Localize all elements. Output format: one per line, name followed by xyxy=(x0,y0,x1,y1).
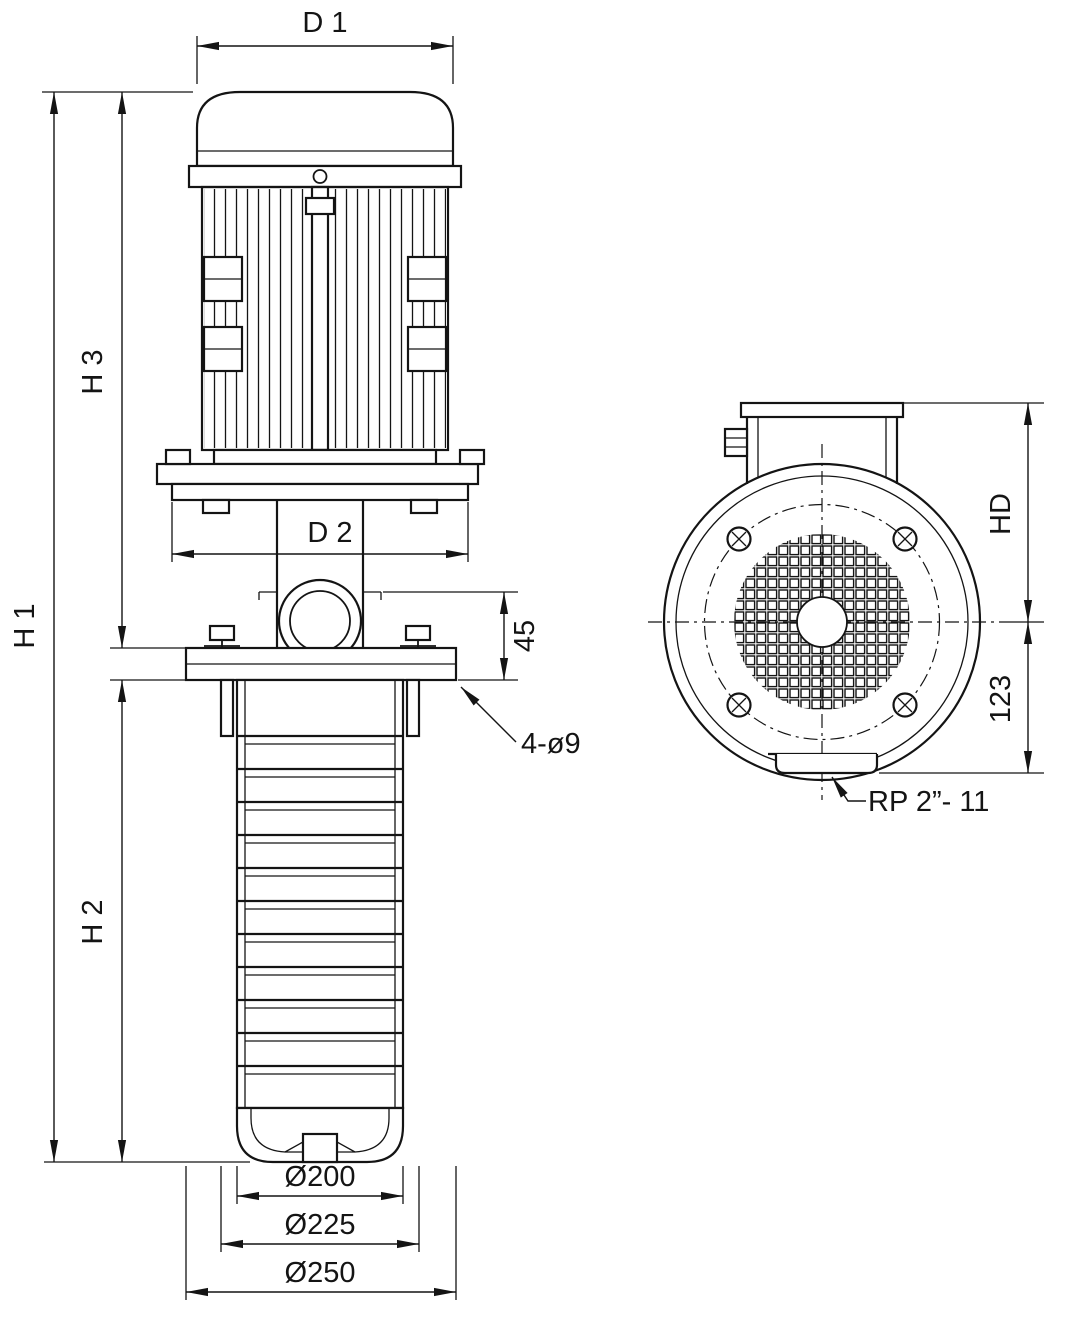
flange-nut xyxy=(409,498,439,515)
hd-extension-lines xyxy=(903,402,1044,623)
motor-neck xyxy=(212,448,438,466)
dim-label-h2: H 2 xyxy=(77,899,109,944)
dim-label-thread: RP 2”- 11 xyxy=(868,786,989,818)
suction-tab xyxy=(774,754,879,775)
suction-strainer xyxy=(235,1106,405,1164)
height-extension-lines xyxy=(42,91,250,1163)
center-tie-rod xyxy=(310,185,330,452)
pump-stage-stack xyxy=(219,678,421,1110)
motor-rim-band xyxy=(187,164,463,189)
column-walls xyxy=(275,500,365,648)
pump-shell xyxy=(235,678,405,1110)
strainer-foot xyxy=(301,1132,339,1164)
dim-label-dia250: Ø250 xyxy=(285,1257,356,1289)
flange-bolt-head xyxy=(164,448,192,466)
dim-label-d1: D 1 xyxy=(302,7,347,39)
top-suction-connection xyxy=(768,752,879,775)
port-flange xyxy=(739,401,905,419)
dim-label-mounting-holes: 4-ø9 xyxy=(521,728,581,760)
dim-label-45: 45 xyxy=(509,620,541,652)
flange-nut xyxy=(201,498,231,515)
dim-label-dia225: Ø225 xyxy=(285,1209,356,1241)
flange-lower-plate xyxy=(170,482,470,502)
port-side-plug xyxy=(723,427,749,458)
front-dimensions: D 1 H 1 H 3 H 2 D 2 45 4-ø9 xyxy=(9,7,581,1300)
stud-washer xyxy=(204,640,240,648)
stud-nut xyxy=(404,624,432,642)
dim-label-h1: H 1 xyxy=(9,603,41,648)
motor-body xyxy=(200,185,450,452)
strainer-foot-ribs xyxy=(284,1141,356,1153)
port-inner-walls xyxy=(757,417,887,478)
dia250-extension-lines xyxy=(185,1166,457,1300)
side-tie-bolt xyxy=(219,678,235,738)
stud-washer xyxy=(400,640,436,648)
stud-nut xyxy=(208,624,236,642)
d1-extension-lines xyxy=(196,36,454,84)
stage-detail-lines xyxy=(245,743,395,1075)
top-discharge-port xyxy=(723,401,905,484)
flange-bolt-head xyxy=(458,448,486,466)
dim-label-dia200: Ø200 xyxy=(285,1161,356,1193)
dim-label-d2: D 2 xyxy=(307,517,352,549)
bolt-circle xyxy=(703,503,941,741)
dim-label-hd: HD xyxy=(985,493,1017,535)
mounting-holes-leader xyxy=(460,686,517,743)
dia225-extension-lines xyxy=(220,1166,420,1252)
top-view: HD 123 RP 2”- 11 xyxy=(648,401,1044,818)
flange-bolts xyxy=(726,526,918,718)
motor-fan-cover xyxy=(195,90,455,168)
stage-joints xyxy=(237,734,403,1068)
pump-inner-walls xyxy=(244,680,396,1108)
front-elevation-view: D 1 H 1 H 3 H 2 D 2 45 4-ø9 xyxy=(9,7,581,1300)
bolt-cross-marks xyxy=(731,531,913,713)
dim-label-123: 123 xyxy=(985,675,1017,723)
discharge-column xyxy=(258,500,382,664)
motor-flange xyxy=(155,448,486,515)
plug-detail xyxy=(725,437,747,448)
clamp-detail-lines xyxy=(204,278,446,350)
casing-ledges xyxy=(258,591,382,600)
center-hub xyxy=(796,596,848,648)
thread-leader xyxy=(831,776,866,802)
flange-upper-plate xyxy=(155,462,480,486)
dim-label-h3: H 3 xyxy=(77,349,109,394)
side-tie-bolt xyxy=(405,678,421,738)
pump-mounting-flange xyxy=(184,624,458,682)
rim-center-bolt xyxy=(312,169,328,184)
top-dimensions: HD 123 RP 2”- 11 xyxy=(831,402,1044,818)
port-height-extension-lines xyxy=(383,591,518,681)
tie-rod-head xyxy=(304,196,336,216)
